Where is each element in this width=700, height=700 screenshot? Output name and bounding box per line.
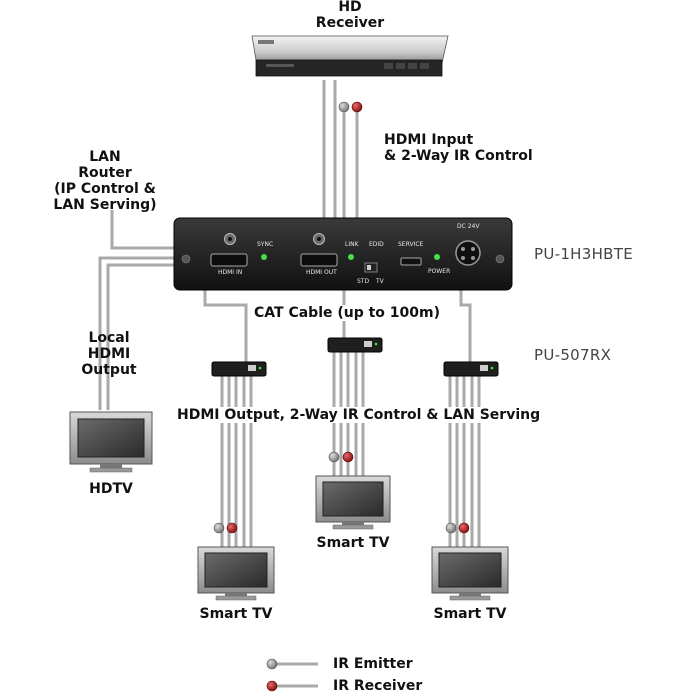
smart-tv-center-display bbox=[315, 475, 391, 530]
legend-receiver-dot bbox=[266, 680, 278, 692]
lan-label-line4: LAN Serving) bbox=[53, 197, 157, 213]
hdmi-input-label: HDMI Input & 2-Way IR Control bbox=[384, 132, 533, 164]
ir-receiver-dot bbox=[458, 522, 470, 534]
hdmi-input-label-line1: HDMI Input bbox=[384, 132, 474, 148]
sync-led-label: SYNC bbox=[257, 241, 273, 248]
smart-tv-center-label: Smart TV bbox=[316, 535, 390, 551]
tv-label: TV bbox=[375, 278, 385, 285]
transmitter-device: HDMI IN SYNC HDMI OUT LINK EDID STD TV S… bbox=[173, 217, 513, 291]
lan-label-line2: Router bbox=[78, 165, 132, 181]
hd-receiver-label-line2: Receiver bbox=[315, 15, 385, 31]
legend-ir-emitter-label: IR Emitter bbox=[333, 656, 413, 672]
hdtv-label: HDTV bbox=[89, 481, 133, 497]
lan-label-line1: LAN bbox=[89, 149, 121, 165]
smart-tv-right-label: Smart TV bbox=[433, 606, 507, 622]
power-led-label: POWER bbox=[428, 268, 450, 275]
hdtv-display bbox=[69, 411, 153, 473]
std-label: STD bbox=[357, 278, 369, 285]
ir-receiver-dot bbox=[351, 101, 363, 113]
receiver-unit-center bbox=[327, 337, 383, 353]
link-led-label: LINK bbox=[345, 241, 360, 248]
ir-emitter-dot bbox=[445, 522, 457, 534]
smart-tv-right-display bbox=[431, 546, 509, 601]
local-label-line1: Local bbox=[88, 330, 130, 346]
hd-receiver-label-line1: HD bbox=[338, 0, 362, 15]
legend-ir-receiver-label: IR Receiver bbox=[333, 678, 423, 694]
transmitter-model-label: PU-1H3HBTE bbox=[534, 245, 634, 263]
ir-emitter-dot bbox=[213, 522, 225, 534]
ir-emitter-dot bbox=[338, 101, 350, 113]
cat-cable-label: CAT Cable (up to 100m) bbox=[250, 305, 445, 321]
hd-receiver-device bbox=[251, 35, 449, 77]
ir-receiver-dot bbox=[226, 522, 238, 534]
smart-tv-left-display bbox=[197, 546, 275, 601]
dc-input-label: DC 24V bbox=[457, 223, 480, 230]
ir-dots bbox=[213, 101, 470, 692]
ir-receiver-dot bbox=[342, 451, 354, 463]
hd-receiver-label: HD Receiver bbox=[305, 0, 395, 31]
local-label-line2: HDMI bbox=[87, 346, 131, 362]
smart-tv-left-label: Smart TV bbox=[199, 606, 273, 622]
receiver-unit-left bbox=[211, 361, 267, 377]
lan-router-label: LAN Router (IP Control & LAN Serving) bbox=[45, 149, 165, 213]
receivers-caption: HDMI Output, 2-Way IR Control & LAN Serv… bbox=[174, 407, 544, 423]
ir-emitter-dot bbox=[328, 451, 340, 463]
service-port-label: SERVICE bbox=[398, 241, 424, 248]
hdmi-in-port-label: HDMI IN bbox=[218, 269, 242, 276]
hdmi-out-port-label: HDMI OUT bbox=[306, 269, 337, 276]
local-hdmi-output-label: Local HDMI Output bbox=[74, 330, 144, 378]
local-label-line3: Output bbox=[81, 362, 137, 378]
lan-label-line3: (IP Control & bbox=[54, 181, 156, 197]
edid-switch-label: EDID bbox=[369, 241, 384, 248]
hdmi-input-label-line2: & 2-Way IR Control bbox=[384, 148, 533, 164]
receiver-model-label: PU-507RX bbox=[534, 346, 612, 364]
legend-emitter-dot bbox=[266, 658, 278, 670]
receiver-unit-right bbox=[443, 361, 499, 377]
